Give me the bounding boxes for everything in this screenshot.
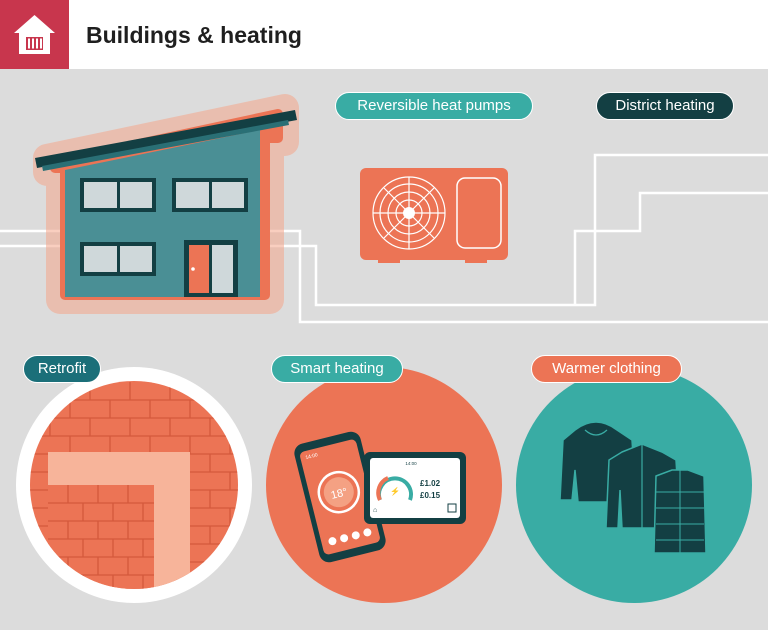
label-district-heating: District heating bbox=[596, 92, 734, 120]
svg-text:⚡: ⚡ bbox=[390, 486, 400, 496]
phone-illustration: 18° 14:00 bbox=[294, 431, 386, 563]
label-smart-heating: Smart heating bbox=[271, 355, 403, 383]
house-illustration bbox=[33, 94, 299, 314]
phone-temperature: 18° bbox=[330, 486, 349, 502]
label-warmer-clothing: Warmer clothing bbox=[531, 355, 682, 383]
thermostat-time: 14:00 bbox=[405, 461, 417, 466]
home-icon: ⌂ bbox=[373, 507, 377, 514]
thermostat-cost-gas: £0.15 bbox=[420, 491, 441, 500]
warmer-clothing-circle bbox=[516, 367, 752, 603]
retrofit-circle bbox=[16, 367, 252, 603]
label-retrofit: Retrofit bbox=[23, 355, 101, 383]
label-reversible-heat-pumps: Reversible heat pumps bbox=[335, 92, 533, 120]
fan-icon bbox=[372, 176, 446, 250]
header-bar: Buildings & heating bbox=[0, 0, 768, 69]
pipes bbox=[0, 153, 768, 324]
scene-illustration: 18° 14:00 14:00 ⚡ £1.02 £0.15 ⌂ bbox=[0, 94, 768, 603]
phone-time: 14:00 bbox=[305, 452, 319, 461]
page-title: Buildings & heating bbox=[86, 22, 302, 48]
gilet-icon bbox=[653, 469, 707, 554]
thermostat-illustration: 14:00 ⚡ £1.02 £0.15 ⌂ bbox=[364, 452, 466, 524]
house-radiator-icon bbox=[14, 15, 55, 54]
heat-pump-illustration bbox=[360, 168, 508, 263]
smart-heating-circle: 18° 14:00 14:00 ⚡ £1.02 £0.15 ⌂ bbox=[266, 367, 502, 603]
thermostat-cost-electric: £1.02 bbox=[420, 479, 441, 488]
header-icon-box bbox=[0, 0, 69, 69]
